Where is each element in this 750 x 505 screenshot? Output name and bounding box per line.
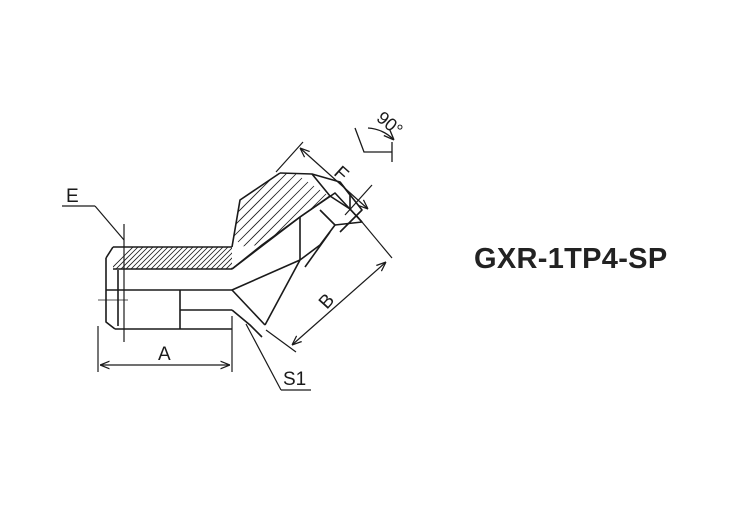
- dimension-s1: [245, 323, 311, 391]
- dimension-e: [62, 205, 125, 342]
- dimension-b: [265, 215, 393, 353]
- dimension-a: [97, 316, 233, 372]
- label-b: B: [315, 290, 339, 313]
- thread-hatching: [113, 173, 330, 269]
- label-angle: 90°: [373, 107, 407, 140]
- fitting-outline: [105, 172, 363, 338]
- cone-angle-symbol: [354, 127, 394, 162]
- label-e: E: [66, 186, 79, 207]
- part-number-title: GXR-1TP4-SP: [474, 243, 668, 275]
- label-a: A: [158, 344, 171, 365]
- dimension-f: [275, 141, 373, 216]
- label-s1: S1: [283, 369, 306, 390]
- label-f: F: [330, 162, 353, 185]
